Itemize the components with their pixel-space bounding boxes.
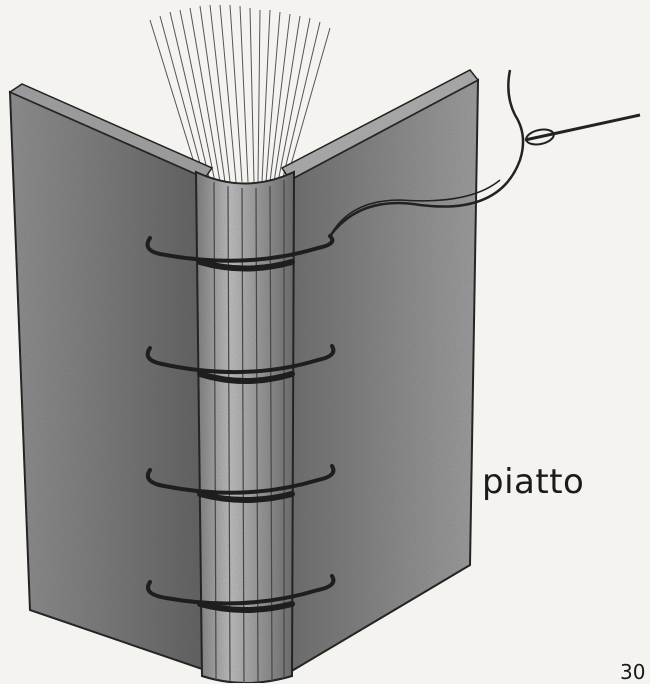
right-board-piatto (282, 70, 478, 672)
page-number: 30 (620, 660, 645, 684)
board-label: piatto (482, 462, 584, 502)
needle-icon (525, 115, 640, 140)
left-board (10, 84, 212, 670)
